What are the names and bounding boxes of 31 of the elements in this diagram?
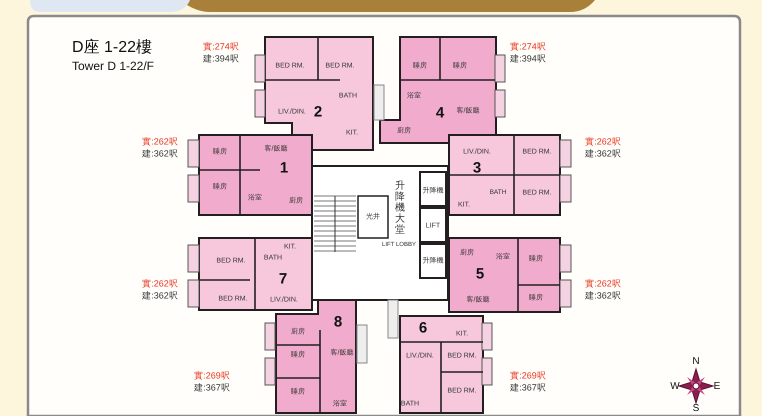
- area-label: 建:367呎: [510, 384, 546, 392]
- area-label: 實:269呎: [194, 372, 230, 380]
- tower-subheading: Tower D 1-22/F: [72, 60, 154, 72]
- compass-letter: W: [670, 382, 680, 392]
- area-label: 建:394呎: [510, 54, 546, 64]
- area-label: 實:262呎: [142, 138, 178, 146]
- unit-number: 6: [418, 320, 428, 336]
- area-label: 建:394呎: [203, 54, 239, 64]
- area-label: 實:262呎: [142, 280, 178, 288]
- area-label: 實:274呎: [203, 42, 239, 52]
- area-label: 建:362呎: [585, 150, 621, 158]
- area-label: 建:362呎: [142, 150, 178, 158]
- area-label: 實:274呎: [510, 42, 546, 52]
- area-label: 實:269呎: [510, 372, 546, 380]
- area-label: 實:262呎: [585, 138, 621, 146]
- room-label: 升降機大堂: [395, 180, 405, 236]
- unit-number: 4: [436, 106, 444, 120]
- area-label: 建:367呎: [194, 384, 230, 392]
- unit-number: 3: [472, 160, 482, 176]
- unit-number: 2: [314, 104, 322, 120]
- area-label: 建:362呎: [585, 292, 621, 300]
- compass-letter: N: [692, 357, 700, 367]
- unit-number: 5: [476, 266, 484, 282]
- unit-number: 8: [334, 314, 342, 330]
- tower-heading: D座 1-22樓: [72, 40, 152, 56]
- unit-number: 7: [278, 272, 288, 286]
- compass-letter: S: [692, 404, 700, 414]
- unit-number: 1: [280, 160, 288, 176]
- compass-letter: E: [714, 382, 720, 392]
- area-label: 建:362呎: [142, 292, 178, 300]
- area-label: 實:262呎: [585, 280, 621, 288]
